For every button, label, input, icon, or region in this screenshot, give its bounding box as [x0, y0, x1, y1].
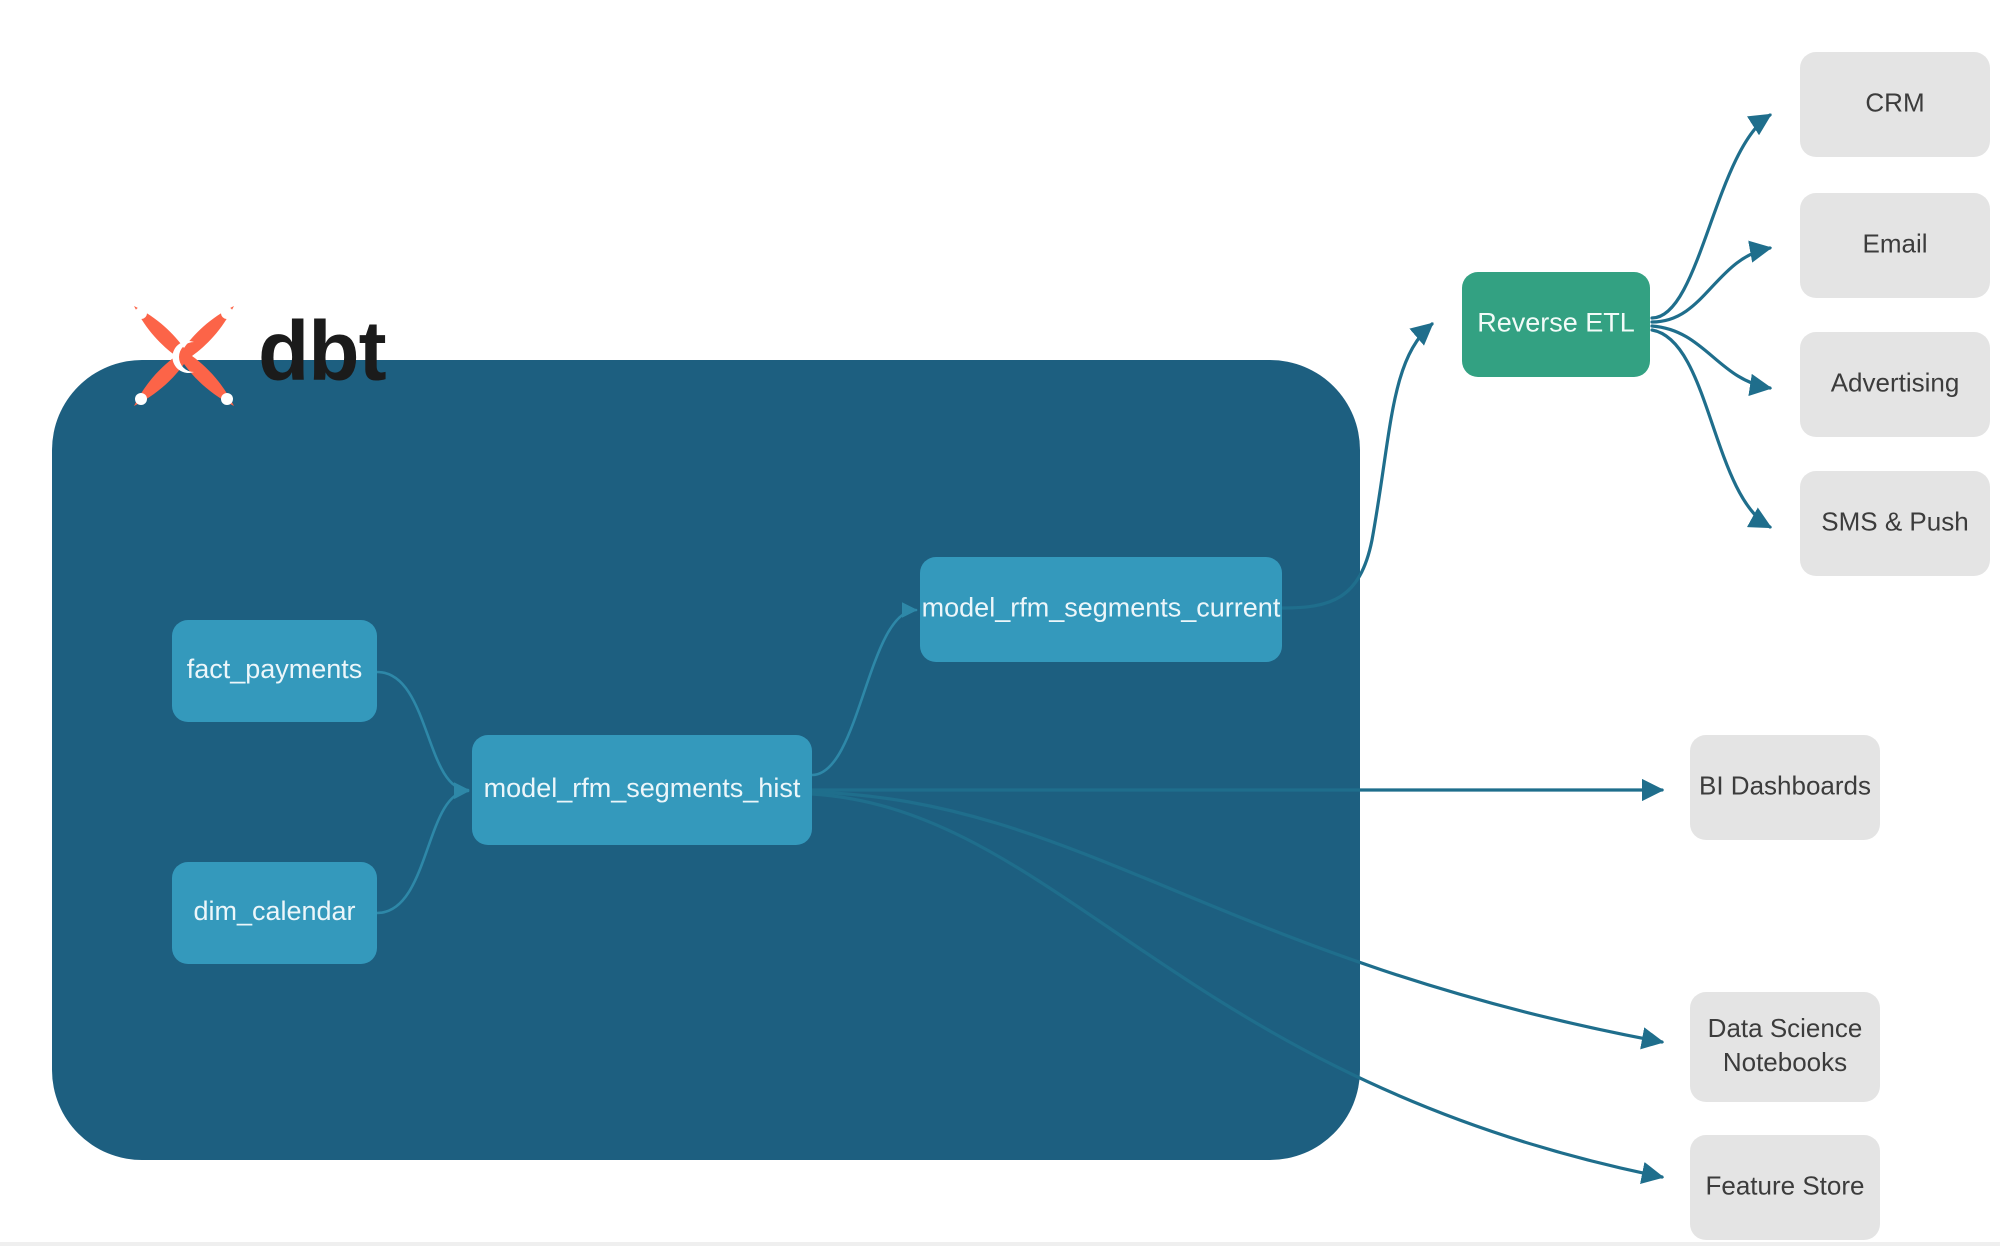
dbt-logo: dbt: [134, 304, 387, 406]
model-node-fact_payments-box: [172, 620, 377, 722]
model-node-model_rfm_segments_hist-label: model_rfm_segments_hist: [484, 773, 801, 803]
dbt-logo-icon: [134, 306, 234, 406]
destination-node-bi_dashboards[interactable]: BI Dashboards: [1690, 735, 1880, 840]
destination-node-crm-label: CRM: [1865, 87, 1924, 117]
destination-node-data_science_notebooks-label: Data Science: [1708, 1013, 1863, 1043]
edge-reverse-etl-to-sms-push: [1650, 328, 1772, 529]
reverse-etl-box: [1462, 272, 1650, 377]
destination-node-feature_store-box: [1690, 1135, 1880, 1240]
destination-node-bi_dashboards-box: [1690, 735, 1880, 840]
destination-node-email-label: Email: [1862, 228, 1927, 258]
edge-calendar-to-hist: [375, 783, 470, 915]
external-edges-group: [810, 113, 1773, 1184]
destination-node-crm-box: [1800, 52, 1990, 157]
edge-reverse-etl-to-crm: [1650, 113, 1772, 320]
model-node-model_rfm_segments_current-box: [920, 557, 1282, 662]
destination-node-bi_dashboards-label: BI Dashboards: [1699, 770, 1871, 800]
edge-hist-to-data-science-notebooks: [810, 790, 1665, 1050]
destination-node-sms_push-box: [1800, 471, 1990, 576]
destination-node-advertising-box: [1800, 332, 1990, 437]
edge-hist-to-current: [810, 602, 918, 777]
model-node-model_rfm_segments_hist[interactable]: model_rfm_segments_hist: [472, 735, 812, 845]
reverse-etl[interactable]: Reverse ETL: [1462, 272, 1650, 377]
dbt-logo-text: dbt: [258, 304, 386, 398]
reverse-etl-label: Reverse ETL: [1477, 308, 1635, 338]
edge-hist-to-feature-store: [810, 792, 1665, 1184]
destination-node-crm[interactable]: CRM: [1800, 52, 1990, 157]
model-nodes-group: fact_payments dim_calendar model_rfm_segme…: [172, 557, 1282, 964]
edge-reverse-etl-to-email: [1650, 240, 1773, 324]
model-node-fact_payments[interactable]: fact_payments: [172, 620, 377, 722]
destination-node-sms_push-label: SMS & Push: [1821, 506, 1968, 536]
model-node-dim_calendar-box: [172, 862, 377, 964]
destination-node-email-box: [1800, 193, 1990, 298]
destination-node-data_science_notebooks-box: [1690, 992, 1880, 1102]
destination-node-advertising-label: Advertising: [1831, 367, 1960, 397]
model-node-fact_payments-label: fact_payments: [187, 654, 363, 684]
internal-edges-group: [375, 602, 918, 915]
edge-current-to-reverse-etl: [1280, 322, 1434, 610]
destination-node-data_science_notebooks-label: Notebooks: [1723, 1047, 1847, 1077]
destination-node-advertising[interactable]: Advertising: [1800, 332, 1990, 437]
bottom-divider: [0, 1242, 2000, 1246]
model-node-model_rfm_segments_current-label: model_rfm_segments_current: [922, 593, 1281, 623]
destination-node-sms_push[interactable]: SMS & Push: [1800, 471, 1990, 576]
destination-node-feature_store[interactable]: Feature Store: [1690, 1135, 1880, 1240]
edge-reverse-etl-to-advertising: [1650, 324, 1773, 396]
model-node-dim_calendar[interactable]: dim_calendar: [172, 862, 377, 964]
model-node-model_rfm_segments_current[interactable]: model_rfm_segments_current: [920, 557, 1282, 662]
model-node-dim_calendar-label: dim_calendar: [193, 896, 355, 926]
model-node-model_rfm_segments_hist-box: [472, 735, 812, 845]
reverse-etl-node[interactable]: Reverse ETL: [1462, 272, 1650, 377]
destination-node-feature_store-label: Feature Store: [1706, 1170, 1865, 1200]
destination-node-email[interactable]: Email: [1800, 193, 1990, 298]
